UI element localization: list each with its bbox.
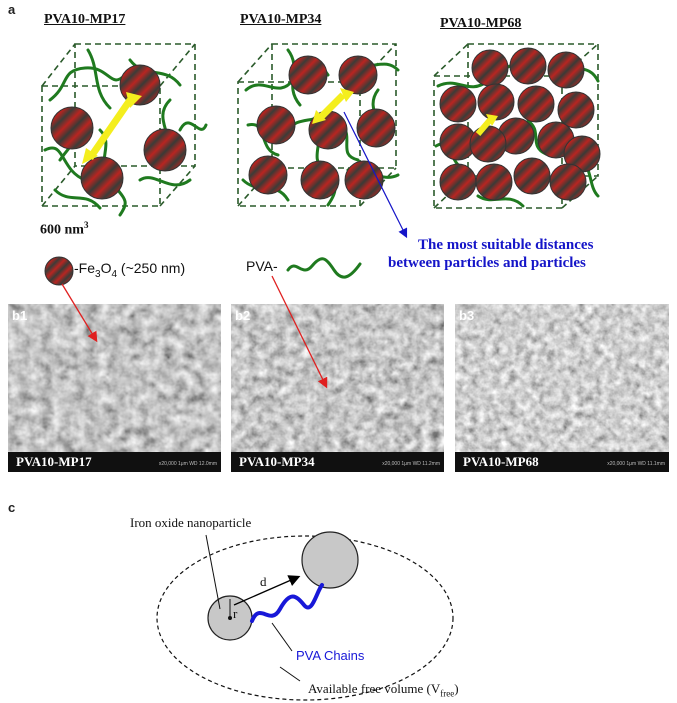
radius-label-r: r	[233, 606, 238, 621]
free-volume-subscript: free	[440, 688, 455, 699]
sem-label: PVA10-MP17	[16, 454, 92, 469]
legend-fe3o4-label: -Fe3O4 (~250 nm)	[74, 260, 185, 280]
note-line-2: between particles and particles	[388, 255, 586, 271]
cube-model-mp17	[41, 43, 208, 217]
sem-info-bar	[455, 452, 669, 472]
legend-fe-text: -Fe	[74, 260, 95, 276]
sem-image-b2: b2 PVA10-MP34 x20,000 1μm WD 11.2mm	[231, 304, 444, 472]
model-title-mp34: PVA10-MP34	[240, 12, 322, 27]
sem-texture	[231, 304, 444, 472]
free-volume-label: Available free volume (Vfree)	[308, 681, 459, 699]
legend-size-text: (~250 nm)	[117, 260, 186, 276]
volume-label: 600 nm3	[40, 220, 88, 239]
distance-arrow-yellow	[475, 114, 498, 136]
sem-info-bar	[8, 452, 221, 472]
blue-pointer-arrow	[343, 111, 408, 239]
sem-label: PVA10-MP68	[463, 454, 539, 469]
distance-label-d: d	[260, 574, 267, 589]
legend-fe3o4-icon	[44, 256, 74, 286]
free-volume-diagram	[156, 531, 454, 701]
sem-info-bar	[231, 452, 444, 472]
fe3o4-particles	[248, 55, 396, 200]
distance-arrow-yellow	[82, 92, 142, 164]
fe3o4-particles	[50, 64, 187, 200]
free-volume-text: Available free volume (V	[308, 681, 441, 696]
volume-value: 600 nm	[40, 222, 84, 238]
sem-tag: b3	[459, 308, 475, 323]
cube-model-mp68	[433, 43, 601, 209]
pva-leader-line	[271, 622, 293, 652]
legend-fe-sub1: 3	[95, 268, 101, 280]
free-volume-leader-line	[279, 666, 301, 682]
note-line-1: The most suitable distances	[418, 237, 594, 253]
panel-a-letter: a	[8, 2, 16, 17]
model-title-mp68: PVA10-MP68	[440, 16, 522, 31]
nanoparticle-2	[301, 531, 359, 589]
sem-meta: x20,000 1μm WD 11.1mm	[607, 461, 665, 467]
sem-texture	[8, 304, 221, 472]
nanoparticle-leader-line	[205, 534, 221, 610]
legend-pva-label: PVA-	[246, 258, 278, 274]
sem-label: PVA10-MP34	[239, 454, 315, 469]
sem-tag: b1	[12, 308, 28, 323]
free-volume-close: )	[454, 681, 459, 696]
nanoparticle-label: Iron oxide nanoparticle	[130, 515, 252, 530]
volume-exponent: 3	[83, 220, 89, 230]
legend-pva-chain-icon	[286, 257, 362, 279]
distance-arrow-d	[233, 575, 301, 606]
model-title-mp17: PVA10-MP17	[44, 12, 126, 27]
sem-meta: x20,000 1μm WD 11.2mm	[382, 461, 440, 467]
fe3o4-particles	[439, 47, 601, 201]
cube-frame	[41, 43, 196, 207]
sem-meta: x20,000 1μm WD 12.0mm	[158, 461, 217, 467]
legend-fe-sub2: 4	[111, 268, 118, 280]
legend-o-text: O	[100, 260, 112, 276]
sem-image-b3: b3 PVA10-MP68 x20,000 1μm WD 11.1mm	[455, 304, 669, 472]
cube-model-mp34	[237, 43, 400, 207]
pva-chains-label: PVA Chains	[296, 648, 365, 663]
suitable-distance-note: The most suitable distances between part…	[388, 236, 594, 272]
particle-center	[228, 616, 232, 620]
sem-tag: b2	[235, 308, 251, 323]
distance-arrow-yellow	[312, 88, 354, 124]
free-volume-boundary	[156, 535, 454, 701]
panel-c-letter: c	[8, 500, 16, 515]
pva-chain-segment	[250, 583, 324, 623]
sem-texture	[455, 304, 669, 472]
sem-image-b1: b1 PVA10-MP17 x20,000 1μm WD 12.0mm	[8, 304, 221, 472]
